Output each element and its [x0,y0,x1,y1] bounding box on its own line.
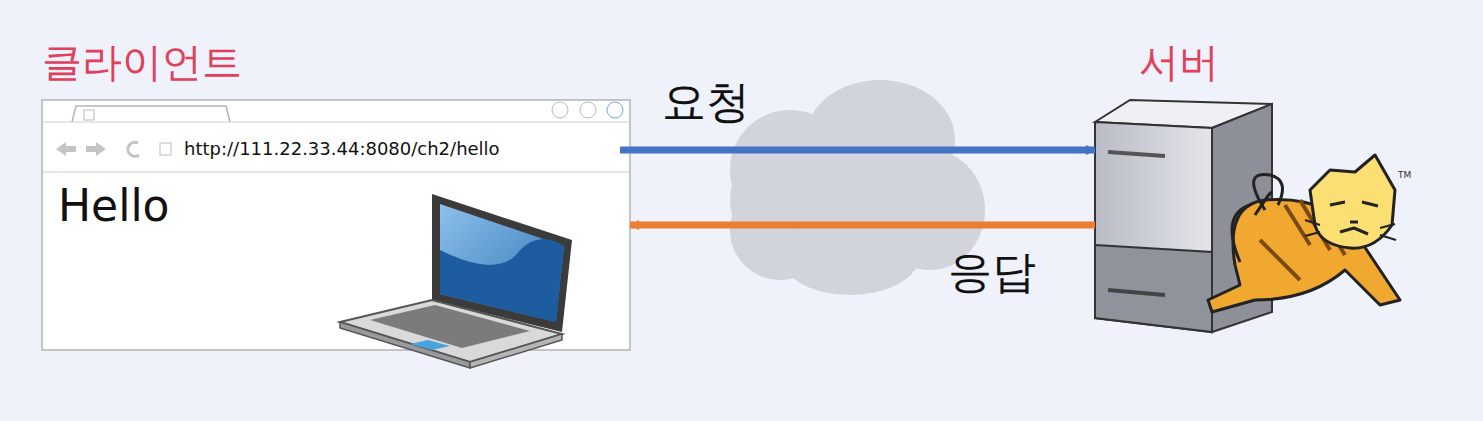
edge-label: 요청 [662,80,750,124]
tomcat-logo: TM [1208,155,1411,312]
node-text: Hello [58,184,170,228]
edge-label: 응답 [948,250,1036,294]
node-heading: 클라이언트 [42,42,242,82]
client-browser: 클라이언트Hellohttp://111.22.33.44:8080/ch2/h… [42,100,630,350]
cloud [730,80,985,295]
address-bar: http://111.22.33.44:8080/ch2/hello [150,137,620,161]
svg-text:TM: TM [1397,170,1411,180]
flow-arrow [620,147,1095,154]
laptop-icon [340,194,572,368]
browser-window [42,100,630,350]
server-box: 서버 [1095,100,1272,332]
node-heading: 서버 [1139,42,1219,82]
node-text: http://111.22.33.44:8080/ch2/hello [184,139,500,159]
flow-arrow [630,222,1095,229]
